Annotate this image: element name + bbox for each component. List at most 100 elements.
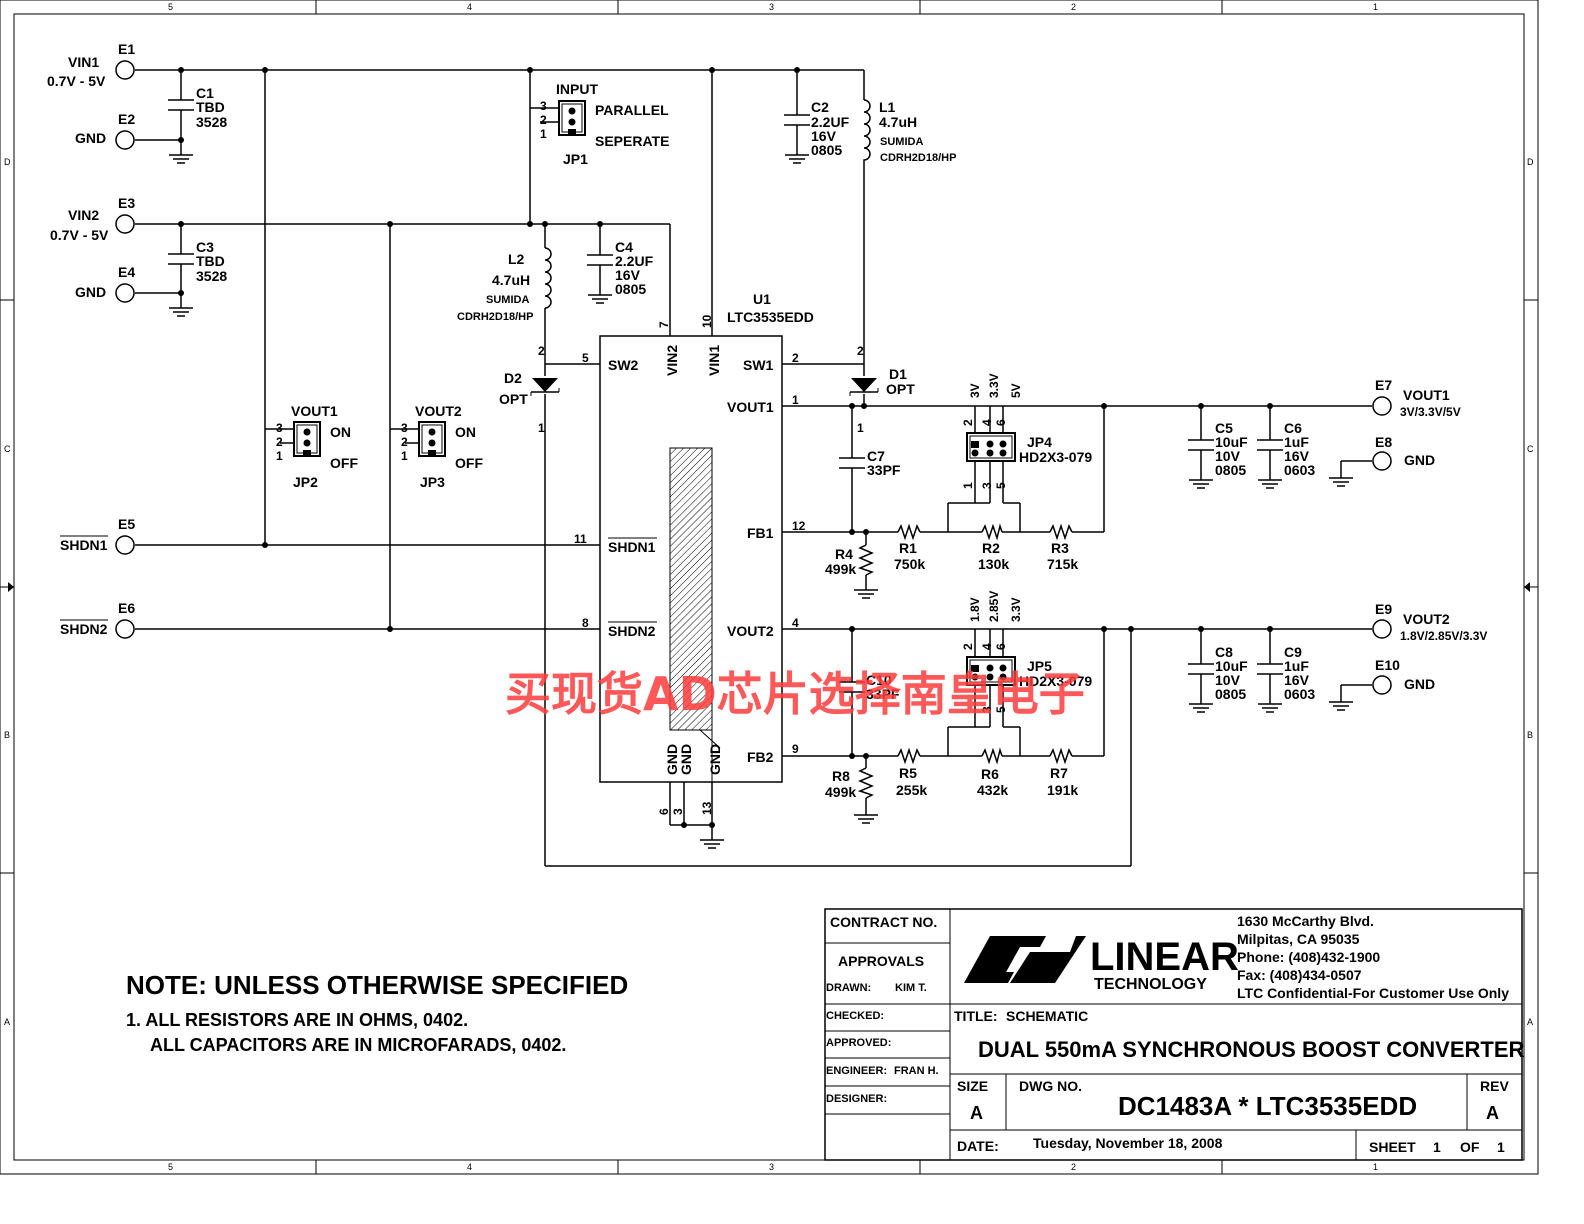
l2-part: CDRH2D18/HP	[457, 311, 533, 323]
col-label: 3	[769, 2, 774, 12]
svg-text:3: 3	[401, 421, 408, 435]
svg-text:6: 6	[994, 643, 1008, 650]
svg-text:3: 3	[671, 808, 685, 815]
svg-text:5: 5	[582, 351, 589, 365]
pin-shdn1: SHDN1	[608, 539, 656, 555]
notes-line-1: 1. ALL RESISTORS ARE IN OHMS, 0402.	[126, 1010, 468, 1030]
address-1: 1630 McCarthy Blvd.	[1237, 913, 1374, 929]
jp2-ref: JP2	[293, 474, 318, 490]
drawn-value: KIM T.	[895, 982, 927, 994]
capacitor-symbols: C1 TBD 3528 C3 TBD 3528 C2 2.2UF 16V 080…	[168, 85, 1315, 702]
l1-part: CDRH2D18/HP	[880, 152, 956, 164]
resistor-r3: R3 715k	[1047, 523, 1078, 572]
row-label: A	[1527, 1017, 1533, 1027]
resistor-r5: R5 255k	[896, 747, 927, 798]
r2-ref: R2	[982, 540, 1000, 556]
jp5-v3: 3.3V	[1009, 597, 1023, 622]
svg-text:6: 6	[657, 808, 671, 815]
r1-value: 750k	[894, 556, 925, 572]
approved-label: APPROVED:	[826, 1037, 891, 1049]
jp4-ref: JP4	[1027, 434, 1052, 450]
date-value: Tuesday, November 18, 2008	[1033, 1135, 1223, 1151]
c2-ref: C2	[811, 99, 829, 115]
of-value: 1	[1497, 1139, 1505, 1155]
pin-gnd: GND	[678, 744, 694, 775]
svg-text:2: 2	[538, 344, 545, 358]
resistor-r8: R8 499k	[825, 767, 874, 800]
ground-icon	[169, 307, 193, 317]
c3-ref: C3	[196, 239, 214, 255]
c3-size: 3528	[196, 268, 227, 284]
c8-ref: C8	[1215, 644, 1233, 660]
resistor-r7: R7 191k	[1047, 747, 1078, 798]
ground-icon	[1189, 703, 1213, 713]
gnd1-label: GND	[75, 130, 106, 146]
vin2-range: 0.7V - 5V	[50, 227, 109, 243]
c4-ref: C4	[615, 239, 633, 255]
svg-text:1: 1	[538, 421, 545, 435]
resistor-r2: R2 130k	[978, 523, 1009, 572]
svg-text:6: 6	[994, 419, 1008, 426]
row-label: D	[1527, 157, 1534, 167]
svg-text:1: 1	[401, 449, 408, 463]
svg-text:7: 7	[657, 321, 671, 328]
r3-ref: R3	[1051, 540, 1069, 556]
col-label: 5	[168, 2, 173, 12]
ground-icon	[1189, 479, 1213, 489]
watermark: 买现货AD芯片选择南皇电子	[505, 667, 1085, 721]
engineer-label: ENGINEER:	[826, 1065, 887, 1077]
approvals-label: APPROVALS	[838, 953, 924, 969]
terminal-e2	[115, 130, 135, 150]
row-label: B	[1527, 730, 1533, 740]
jp1-title: INPUT	[556, 81, 598, 97]
e9-ref: E9	[1375, 601, 1392, 617]
pin-gnd: GND	[707, 744, 723, 775]
diode-d2: 2 1 D2 OPT	[499, 344, 560, 435]
terminal-e4	[115, 283, 135, 303]
c2-size: 0805	[811, 142, 842, 158]
r6-value: 432k	[977, 782, 1008, 798]
exposed-pad	[669, 447, 713, 731]
linear-technology-logo: LINEAR TECHNOLOGY	[964, 935, 1239, 993]
ground-icon	[1329, 701, 1353, 711]
jumper-jp3: 3 2 1 VOUT2 ON OFF JP3	[401, 403, 483, 490]
c7-value: 33PF	[867, 462, 901, 478]
checked-label: CHECKED:	[826, 1010, 884, 1022]
svg-text:4: 4	[792, 616, 799, 630]
gnd3-label: GND	[1404, 452, 1435, 468]
vout1-label: VOUT1	[1403, 387, 1450, 403]
ground-icon	[785, 154, 809, 164]
rev-value: A	[1486, 1103, 1499, 1123]
r8-value: 499k	[825, 784, 856, 800]
e3-ref: E3	[118, 195, 135, 211]
c5-ref: C5	[1215, 420, 1233, 436]
svg-text:4: 4	[980, 643, 994, 650]
l1-ref: L1	[879, 99, 896, 115]
c8-volt: 10V	[1215, 672, 1241, 688]
l1-mfr: SUMIDA	[880, 136, 923, 148]
jp1-opt-b: SEPERATE	[595, 133, 669, 149]
terminal-e3	[115, 214, 135, 234]
jp4-v2: 3.3V	[987, 373, 1001, 398]
c2-volt: 16V	[811, 128, 837, 144]
c9-value: 1uF	[1284, 658, 1309, 674]
svg-text:1: 1	[540, 127, 547, 141]
c10-value: 33PF	[866, 686, 900, 702]
svg-text:2: 2	[792, 351, 799, 365]
resistor-r1: R1 750k	[894, 523, 925, 572]
d2-ref: D2	[504, 370, 522, 386]
jp4-part: HD2X3-079	[1019, 449, 1092, 465]
row-label: B	[4, 730, 10, 740]
r7-ref: R7	[1050, 765, 1068, 781]
svg-text:9: 9	[792, 742, 799, 756]
c7-ref: C7	[867, 448, 885, 464]
jp4-v3: 5V	[1009, 383, 1023, 398]
inductor-l2: L2 4.7uH SUMIDA CDRH2D18/HP	[457, 247, 552, 323]
e5-ref: E5	[118, 516, 135, 532]
col-label: 4	[467, 1162, 472, 1172]
row-label: D	[4, 157, 11, 167]
terminals	[115, 60, 1392, 695]
row-label: A	[4, 1017, 10, 1027]
resistor-symbols: R1 750k R2 130k R3 715k R4 499k R5 255k …	[825, 523, 1078, 800]
jp1-opt-a: PARALLEL	[595, 102, 669, 118]
